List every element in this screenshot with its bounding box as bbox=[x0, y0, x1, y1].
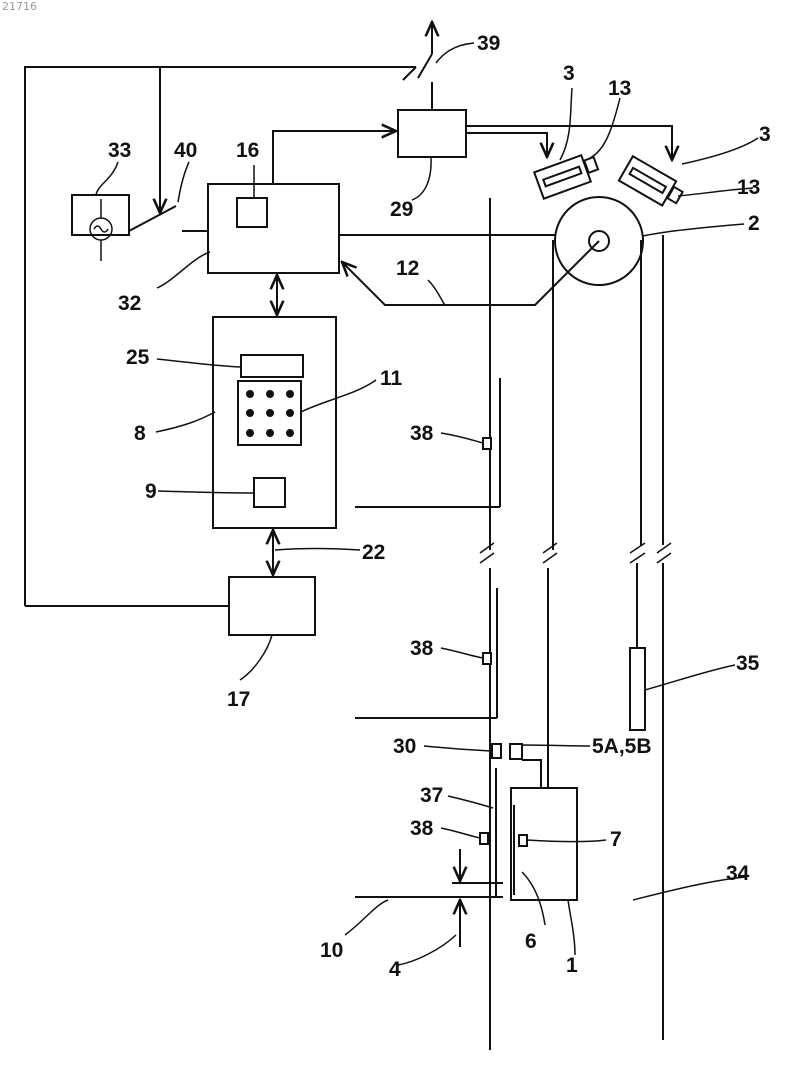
brake-control-unit bbox=[398, 110, 466, 157]
label-17: 17 bbox=[227, 688, 250, 711]
label-11: 11 bbox=[380, 367, 403, 390]
label-12: 12 bbox=[396, 257, 419, 280]
brake-left bbox=[534, 151, 601, 198]
drive-control-unit bbox=[208, 184, 339, 273]
label-30: 30 bbox=[393, 735, 416, 758]
label-6: 6 bbox=[525, 930, 537, 953]
monitoring-unit bbox=[229, 577, 315, 635]
controller-memory-module bbox=[254, 478, 285, 507]
label-22: 22 bbox=[362, 541, 385, 564]
counterweight bbox=[630, 648, 645, 730]
label-39: 39 bbox=[477, 32, 500, 55]
elevator-car bbox=[510, 744, 577, 900]
label-13-right: 13 bbox=[737, 176, 760, 199]
label-2: 2 bbox=[748, 212, 760, 235]
controller-display bbox=[241, 355, 303, 377]
label-32: 32 bbox=[118, 292, 141, 315]
label-35: 35 bbox=[736, 652, 760, 675]
label-10: 10 bbox=[320, 939, 343, 962]
label-33: 33 bbox=[108, 139, 131, 162]
label-34: 34 bbox=[726, 862, 750, 885]
label-4: 4 bbox=[389, 958, 401, 981]
label-3-right: 3 bbox=[759, 123, 771, 146]
label-5a-5b: 5A,5B bbox=[592, 735, 652, 758]
label-8: 8 bbox=[134, 422, 146, 445]
label-3-left: 3 bbox=[563, 62, 575, 85]
label-38-lower: 38 bbox=[410, 817, 434, 840]
label-7: 7 bbox=[610, 828, 622, 851]
label-9: 9 bbox=[145, 480, 157, 503]
brake-right bbox=[619, 156, 686, 211]
label-13-left: 13 bbox=[608, 77, 631, 100]
label-40: 40 bbox=[174, 139, 197, 162]
label-38-upper: 38 bbox=[410, 422, 434, 445]
label-29: 29 bbox=[390, 198, 413, 221]
suspension-ropes bbox=[548, 240, 641, 788]
label-16: 16 bbox=[236, 139, 259, 162]
label-25: 25 bbox=[126, 346, 150, 369]
label-38-middle: 38 bbox=[410, 637, 434, 660]
label-1: 1 bbox=[566, 954, 578, 977]
break-marks bbox=[480, 543, 671, 563]
drive-sub-module bbox=[237, 198, 267, 227]
label-37: 37 bbox=[420, 784, 443, 807]
